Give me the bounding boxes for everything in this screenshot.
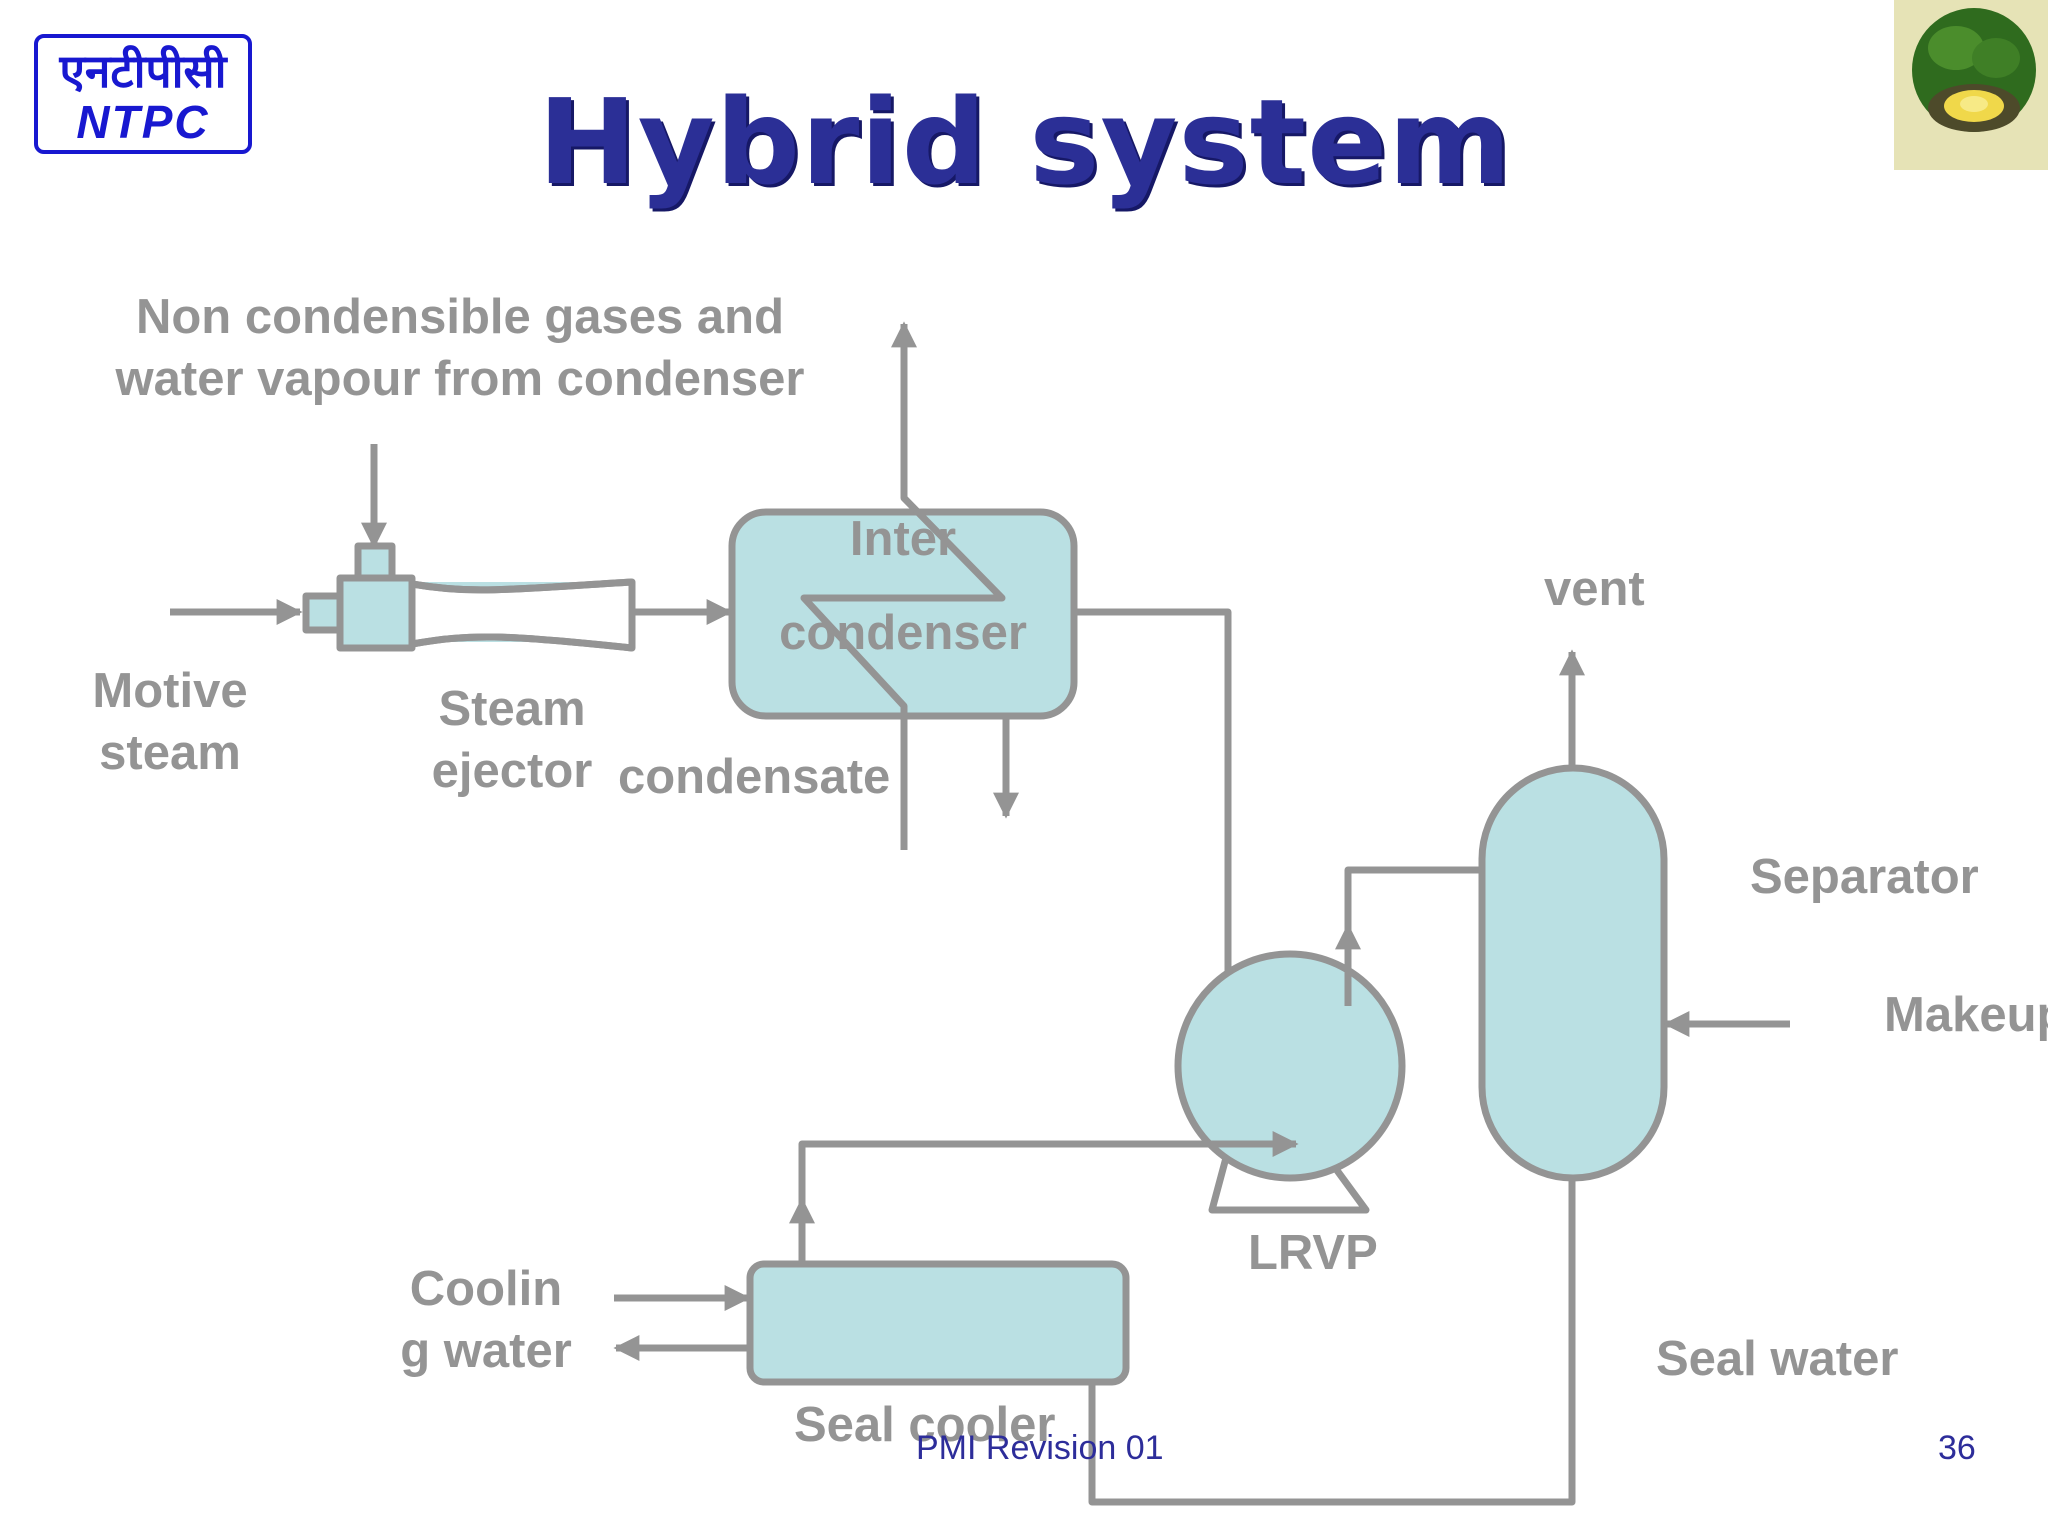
seal-cooler-label: Seal cooler <box>794 1398 1056 1452</box>
ntpc-logo: एनटीपीसी NTPC <box>34 34 252 154</box>
motive-steam-label-line2: steam <box>99 726 241 780</box>
gases-label: Non condensible gases and water vapour f… <box>80 286 840 410</box>
inter-condenser-label-line2: condenser <box>779 606 1027 660</box>
gases-label-line1: Non condensible gases and <box>135 290 785 344</box>
condenser-to-lrvp-line <box>1076 608 1241 1009</box>
footer-revision: PMI Revision 01 <box>916 1429 1164 1467</box>
slide-title: Hybrid system <box>537 73 1513 211</box>
seal-water-label: Seal water <box>1656 1332 1899 1386</box>
inter-condenser-label-line1: Inter <box>849 512 957 566</box>
page-number: 36 <box>1938 1429 1976 1467</box>
lrvp-pump <box>1174 950 1406 1214</box>
motive-steam-label: Motive steam <box>70 660 270 784</box>
seal-cooler <box>746 1260 1130 1386</box>
separator-vessel <box>1478 764 1668 1182</box>
steam-ejector-label-line1: Steam <box>438 682 586 736</box>
steam-ejector <box>302 542 636 652</box>
lotus-emblem-icon <box>1894 0 2048 170</box>
steam-ejector-label: Steam ejector <box>412 678 612 802</box>
vent-label: vent <box>1544 562 1645 616</box>
lrvp-label: LRVP <box>1248 1226 1378 1280</box>
seal-cooler-to-lrvp-line <box>798 1131 1299 1202</box>
cooling-water-label-line1: Coolin <box>409 1262 563 1316</box>
condensate-label: condensate <box>618 750 891 804</box>
steam-ejector-label-line2: ejector <box>431 744 593 798</box>
motive-steam-label-line1: Motive <box>92 664 248 718</box>
makeup-label: Makeup <box>1884 988 2048 1042</box>
logo-hindi-text: एनटीपीसी <box>59 45 227 97</box>
cooling-water-label: Coolin g water <box>376 1258 596 1382</box>
gases-label-line2: water vapour from condenser <box>115 352 805 406</box>
separator-label: Separator <box>1750 850 1979 904</box>
cooling-water-label-line2: g water <box>400 1324 572 1378</box>
seal-water-line <box>1088 1178 1576 1506</box>
inter-condenser-coil <box>800 321 1006 850</box>
logo-english-text: NTPC <box>76 96 210 148</box>
